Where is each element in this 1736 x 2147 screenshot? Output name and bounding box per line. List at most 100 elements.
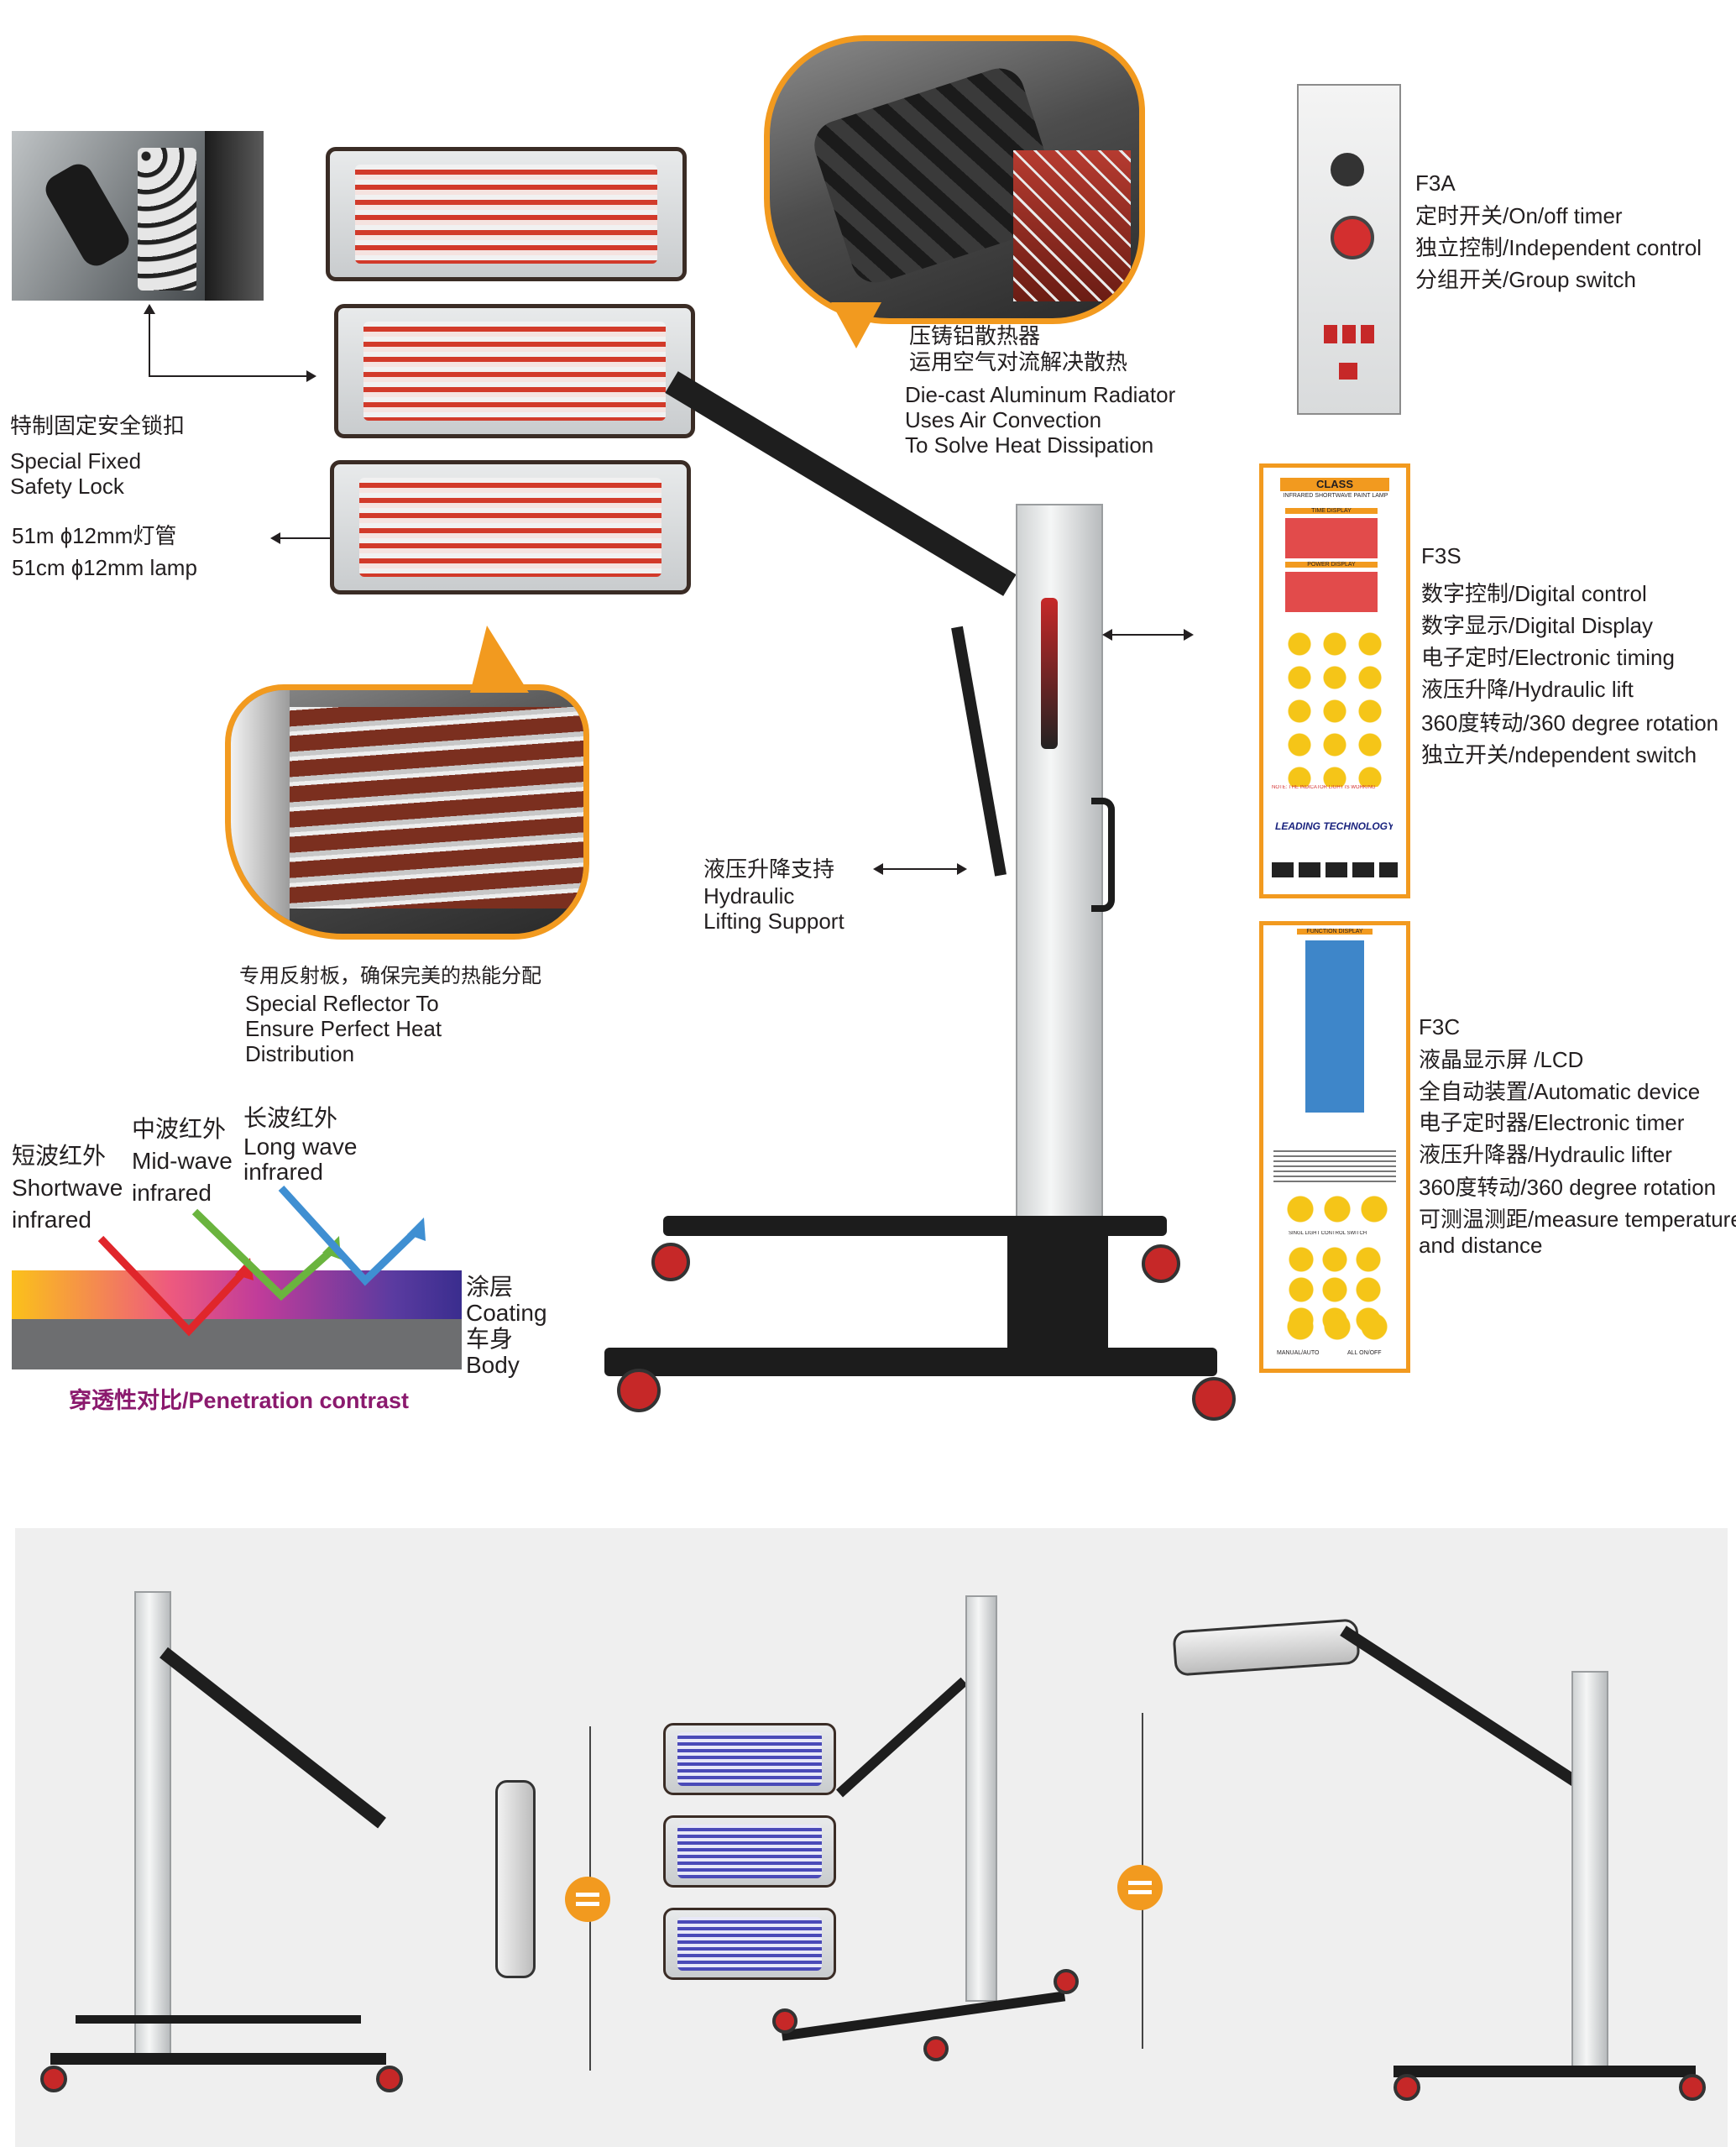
f3c-switch-label: SINGL LIGHT CONTROL SWITCH bbox=[1289, 1231, 1367, 1236]
hydraulic-cylinder bbox=[951, 626, 1007, 877]
radiator-en-1: Die-cast Aluminum Radiator bbox=[905, 382, 1176, 407]
lock-label-cn: 特制固定安全锁扣 bbox=[10, 413, 186, 438]
caster-wheel bbox=[1192, 1377, 1236, 1421]
short-en-1: Shortwave bbox=[12, 1175, 123, 1201]
f3s-subtitle: INFRARED SHORTWAVE PAINT LAMP bbox=[1283, 493, 1388, 499]
f3a-feature: 分组开关/Group switch bbox=[1415, 267, 1636, 292]
long-cn: 长波红外 bbox=[243, 1105, 338, 1131]
reflector-cn: 专用反射板，确保完美的热能分配 bbox=[239, 965, 541, 987]
reflector-tubes-shape bbox=[281, 707, 583, 909]
f3s-brand: CLASS bbox=[1280, 478, 1389, 491]
f3s-time-display-label: TIME DISPLAY bbox=[1285, 508, 1378, 514]
mid-en-2: infrared bbox=[132, 1180, 212, 1206]
body-cn: 车身 bbox=[466, 1326, 514, 1352]
gallery-lamp-1 bbox=[495, 1780, 536, 1978]
f3c-header: FUNCTION DISPLAY bbox=[1297, 929, 1373, 935]
reflector-en-1: Special Reflector To bbox=[245, 991, 439, 1016]
f3s-feature: 360度转动/360 degree rotation bbox=[1421, 710, 1719, 736]
f3c-info-text bbox=[1273, 1150, 1396, 1186]
f3s-power-display bbox=[1285, 572, 1378, 612]
f3s-control-panel: CLASS INFRARED SHORTWAVE PAINT LAMP TIME… bbox=[1259, 463, 1410, 898]
midwave-arrow bbox=[191, 1208, 338, 1301]
f3c-top-buttons bbox=[1282, 1194, 1391, 1224]
arrow-head-icon bbox=[1184, 629, 1194, 641]
reflector-zoom-bubble bbox=[225, 684, 589, 940]
arrow-head-icon bbox=[1102, 629, 1112, 641]
gallery-lamp-2-top bbox=[663, 1723, 836, 1795]
caster-wheel bbox=[1394, 2074, 1420, 2101]
wave-arrows bbox=[97, 1185, 426, 1337]
gallery-base-1-front bbox=[76, 2015, 361, 2024]
gallery-stand-2-pole bbox=[965, 1595, 997, 2002]
coating-en: Coating bbox=[466, 1300, 547, 1326]
f3c-manual-label: MANUAL/AUTO bbox=[1277, 1350, 1320, 1356]
f3c-title: F3C bbox=[1419, 1014, 1461, 1039]
long-en-2: infrared bbox=[243, 1159, 323, 1185]
f3c-feature: 可测温测距/measure temperature bbox=[1419, 1207, 1736, 1232]
lamp-tube-grid bbox=[355, 165, 657, 264]
f3c-all-label: ALL ON/OFF bbox=[1347, 1350, 1382, 1356]
f3c-feature: 360度转动/360 degree rotation bbox=[1419, 1175, 1717, 1200]
f3c-feature: 液压升降器/Hydraulic lifter bbox=[1419, 1142, 1672, 1167]
f3s-feature: 电子定时/Electronic timing bbox=[1421, 645, 1675, 670]
lamp-head-bottom bbox=[330, 460, 691, 594]
brand-logo bbox=[1041, 598, 1058, 749]
stand-base-front bbox=[604, 1348, 1217, 1376]
lock-handle-shape bbox=[40, 159, 134, 271]
hydraulic-en-2: Lifting Support bbox=[703, 909, 844, 934]
caster-wheel bbox=[617, 1369, 661, 1412]
caster-wheel bbox=[1054, 1969, 1079, 1994]
reflector-bubble-tail bbox=[470, 626, 529, 693]
f3c-feature: 液晶显示屏 /LCD bbox=[1419, 1047, 1584, 1072]
long-en-1: Long wave bbox=[243, 1134, 358, 1160]
mid-cn: 中波红外 bbox=[132, 1116, 227, 1142]
caster-wheel bbox=[376, 2066, 403, 2092]
lamp-spec-line-1: 51m ɸ12mm灯管 bbox=[12, 523, 177, 548]
f3s-feature: 数字显示/Digital Display bbox=[1421, 613, 1653, 638]
timer-knob-icon bbox=[1331, 153, 1364, 186]
f3s-note: NOTE: THE INDICATOR LIGHT IS WORKING bbox=[1272, 785, 1376, 790]
reflector-end-cap-shape bbox=[231, 690, 290, 934]
caster-wheel bbox=[1679, 2074, 1706, 2101]
f3c-feature: 电子定时器/Electronic timer bbox=[1419, 1110, 1685, 1135]
lamp-head-top bbox=[326, 147, 687, 281]
vehicle-icons bbox=[1272, 862, 1398, 877]
arrow-head-icon bbox=[957, 863, 967, 875]
f3c-lcd-screen bbox=[1305, 940, 1364, 1113]
hydraulic-en-1: Hydraulic bbox=[703, 883, 795, 909]
lamp-spec-arrow-line bbox=[277, 537, 337, 539]
f3s-feature: 液压升降/Hydraulic lift bbox=[1421, 677, 1634, 702]
lamp-tube-grid bbox=[363, 322, 666, 421]
equals-icon bbox=[1117, 1865, 1163, 1910]
radiator-cn-1: 压铸铝散热器 bbox=[909, 323, 1041, 348]
f3c-bottom-buttons bbox=[1282, 1312, 1391, 1342]
body-en: Body bbox=[466, 1352, 520, 1378]
lamp-head-middle bbox=[334, 304, 695, 438]
caster-wheel bbox=[651, 1243, 690, 1281]
lock-connector-horizontal bbox=[149, 375, 308, 377]
short-en-2: infrared bbox=[12, 1207, 92, 1233]
f3s-time-display bbox=[1285, 518, 1378, 558]
lock-label-en-2: Safety Lock bbox=[10, 474, 124, 499]
f3s-leading: LEADING TECHNOLOGY bbox=[1275, 820, 1393, 832]
heat-grid-shape bbox=[1013, 150, 1131, 301]
red-button-icon bbox=[1331, 216, 1374, 259]
radiator-en-2: Uses Air Convection bbox=[905, 407, 1102, 432]
f3a-feature: 定时开关/On/off timer bbox=[1415, 203, 1623, 228]
pole-handle bbox=[1091, 798, 1115, 912]
arrow-head-icon bbox=[407, 1218, 426, 1241]
reflector-en-3: Distribution bbox=[245, 1041, 355, 1066]
lock-label-en-1: Special Fixed bbox=[10, 448, 142, 474]
perforated-plate-shape bbox=[138, 148, 196, 291]
stand-base-mid bbox=[1007, 1218, 1108, 1364]
power-switch-icon bbox=[1339, 363, 1357, 380]
reflector-en-2: Ensure Perfect Heat bbox=[245, 1016, 442, 1041]
lamp-tube-grid bbox=[359, 478, 661, 577]
f3a-feature: 独立控制/Independent control bbox=[1415, 235, 1702, 260]
hydraulic-cn: 液压升降支持 bbox=[703, 856, 835, 882]
lamp-stand-pole bbox=[1016, 504, 1103, 1305]
arrow-head-icon bbox=[144, 304, 155, 314]
arrow-head-icon bbox=[306, 370, 316, 382]
f3c-control-panel: FUNCTION DISPLAY SINGL LIGHT CONTROL SWI… bbox=[1259, 921, 1410, 1373]
f3c-feature-continued: and distance bbox=[1419, 1233, 1543, 1258]
